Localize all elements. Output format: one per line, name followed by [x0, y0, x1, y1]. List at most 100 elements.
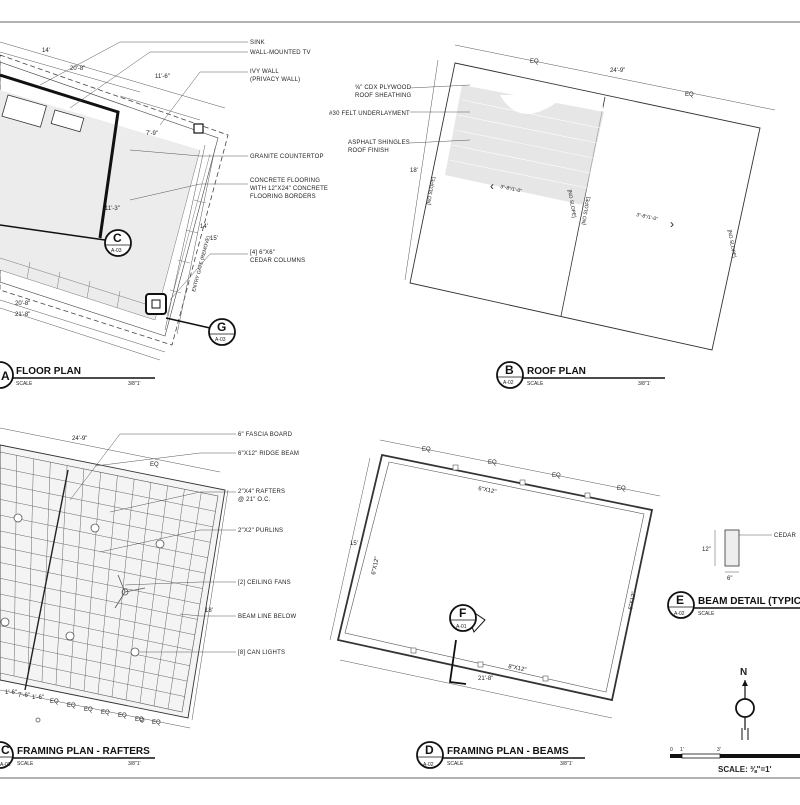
dim-7-9: 7'-9": [146, 131, 158, 137]
beam-dim-eq-4: EQ: [617, 486, 626, 492]
rafters-letter: C: [1, 743, 10, 757]
rafter-dim-depth: 18': [205, 608, 213, 614]
rafter-note-fascia: 6" FASCIA BOARD: [238, 432, 293, 438]
purlin-line: [0, 641, 188, 682]
rafters-scale-label: SCALE: [17, 761, 34, 767]
roof-slope-arrow-right: ›: [670, 217, 674, 231]
purlin-line: [0, 530, 206, 574]
note-sink: SINK: [250, 40, 265, 46]
beam-detail-note: CEDAR: [774, 533, 796, 539]
rafters-title-block: C A-02 FRAMING PLAN - RAFTERS SCALE 3/8"…: [0, 741, 155, 769]
beam-section: [724, 529, 740, 567]
beam-dim-eq-1: EQ: [422, 447, 431, 453]
scale-label: SCALE: ⅜"=1': [718, 765, 772, 774]
scale-tick-1: 1': [680, 747, 684, 753]
cedar-column-ne: [193, 123, 204, 134]
roof-dim-eq-2: EQ: [685, 92, 694, 98]
rafter-dim-eq-7: EQ: [152, 720, 161, 726]
dim-11-6: 11'-6": [155, 74, 170, 80]
beam-size-top: 6"X12": [478, 486, 497, 495]
callout-f-letter: F: [459, 606, 466, 620]
beams-scale-label: SCALE: [447, 761, 464, 767]
concrete-flooring-fill: [0, 90, 200, 320]
beam-size-right: 6"X12": [628, 591, 638, 610]
rafter-dim-eq-2: EQ: [67, 703, 76, 709]
rafters-ref: A-02: [0, 762, 11, 768]
beam-detail: 12" 6" CEDAR E A-02 BEAM DETAIL (TYPIC S…: [667, 529, 800, 619]
floor-plan-title: FLOOR PLAN: [16, 366, 81, 377]
purlin-line: [0, 578, 198, 620]
roof-plan-scale-value: 3/8"1': [638, 381, 651, 387]
beam-dim-bottom: [339, 659, 613, 719]
roof-dim-eq-1: EQ: [530, 59, 539, 65]
floor-plan-dim-lines: [0, 41, 226, 361]
rafter-note-fans: [2] CEILING FANS: [238, 580, 291, 586]
floor-plan-letter: A: [1, 369, 10, 383]
ceiling-fan: [114, 574, 146, 609]
beam-size-left: 6"X12": [371, 556, 381, 575]
rafter-dim-width: 24'-9": [72, 436, 87, 442]
scale-tick-3: 3': [717, 747, 721, 753]
dim-21-8-bottom: 21'-8": [15, 312, 30, 318]
rafter-dim-eq-1: EQ: [50, 699, 59, 705]
sink-counter: [1, 94, 47, 128]
rafters-title: FRAMING PLAN - RAFTERS: [17, 746, 150, 757]
purlin-line: [0, 593, 195, 636]
callout-c-letter: C: [113, 231, 122, 245]
roof-plan: EQ 24'-9" EQ 18' [NO SLOPE] [NO SLOPE] […: [329, 44, 776, 389]
rafter-dim-7-6: 7'-6": [18, 693, 30, 699]
floor-plan: 14' 20'-8" 11'-6" 7'-9" 11'-3" 14' 15' 2…: [0, 40, 328, 389]
roof-plan-title-block: B A-02 ROOF PLAN SCALE 3/8"1': [496, 361, 665, 389]
beam-dim-side: [329, 457, 371, 641]
scale-tick-0: 0: [670, 747, 673, 753]
roof-slope-3: [NO SLOPE]: [566, 189, 577, 219]
section-callout-g[interactable]: G A-03: [165, 317, 236, 346]
roof-slope-arrow-left: ‹: [490, 179, 494, 193]
floor-plan-deck-outline: [0, 61, 219, 337]
dim-14: 14': [42, 48, 50, 54]
framing-plan-beams: EQ EQ EQ EQ 6"X12" 15' 6"X12" 6"X12" 8"X…: [329, 439, 661, 769]
rafter-grid: [0, 455, 216, 710]
rafter-leaders: [69, 433, 236, 653]
floor-plan-title-block: A FLOOR PLAN SCALE 3/8"1': [0, 361, 155, 389]
beam-detail-width: 6": [727, 576, 732, 582]
rafter-note-beam-line: BEAM LINE BELOW: [238, 614, 296, 620]
beam-dim-eq-3: EQ: [552, 473, 561, 479]
beam-dim-eq-2: EQ: [488, 460, 497, 466]
floor-plan-slab-outline: [0, 54, 229, 346]
rafter-note-purlins: 2"X2" PURLINS: [238, 528, 283, 534]
dim-11-3: 11'-3": [105, 206, 120, 212]
callout-g-ref: A-03: [215, 337, 226, 343]
callout-g-letter: G: [217, 320, 226, 334]
purlin-line: [0, 546, 203, 589]
roof-note-plywood-2: ROOF SHEATHING: [355, 93, 411, 99]
ivy-privacy-wall: [0, 73, 120, 239]
rafter-dim-eq: EQ: [150, 462, 159, 468]
shingle-lines: [448, 99, 601, 189]
roof-note-felt: #30 FELT UNDERLAYMENT: [329, 111, 410, 117]
rafter-dim-eq-6: EQ: [135, 717, 144, 723]
floor-plan-leaders: [39, 41, 248, 301]
section-callout-f[interactable]: F A-01: [448, 603, 486, 685]
rafter-dim-1-6-b: 1'-6": [32, 695, 44, 701]
beams-title: FRAMING PLAN - BEAMS: [447, 746, 569, 757]
rafters-scale-value: 3/8"1': [128, 761, 141, 767]
granite-counter: [50, 109, 85, 133]
rafter-dim-1-6-a: 1'-6": [5, 690, 17, 696]
note-privacy-wall: (PRIVACY WALL): [250, 77, 300, 83]
section-callout-c[interactable]: C A-03: [0, 224, 132, 257]
roof-pitch-1: 3"-8"/1'-0": [500, 184, 523, 195]
beam-detail-height: 12": [702, 547, 711, 553]
fascia-outline: [0, 451, 219, 713]
roof-plan-ref: A-02: [503, 380, 514, 386]
note-ivy-wall: IVY WALL: [250, 69, 279, 75]
rafter-dim-lines: [0, 427, 229, 729]
callout-f-ref: A-01: [456, 624, 467, 630]
roof-plan-letter: B: [505, 363, 514, 377]
sheathing-cutaway: [500, 95, 604, 114]
beams-letter: D: [425, 743, 434, 757]
beam-dim-width: 21'-8": [478, 676, 493, 682]
purlin-line: [0, 609, 193, 651]
